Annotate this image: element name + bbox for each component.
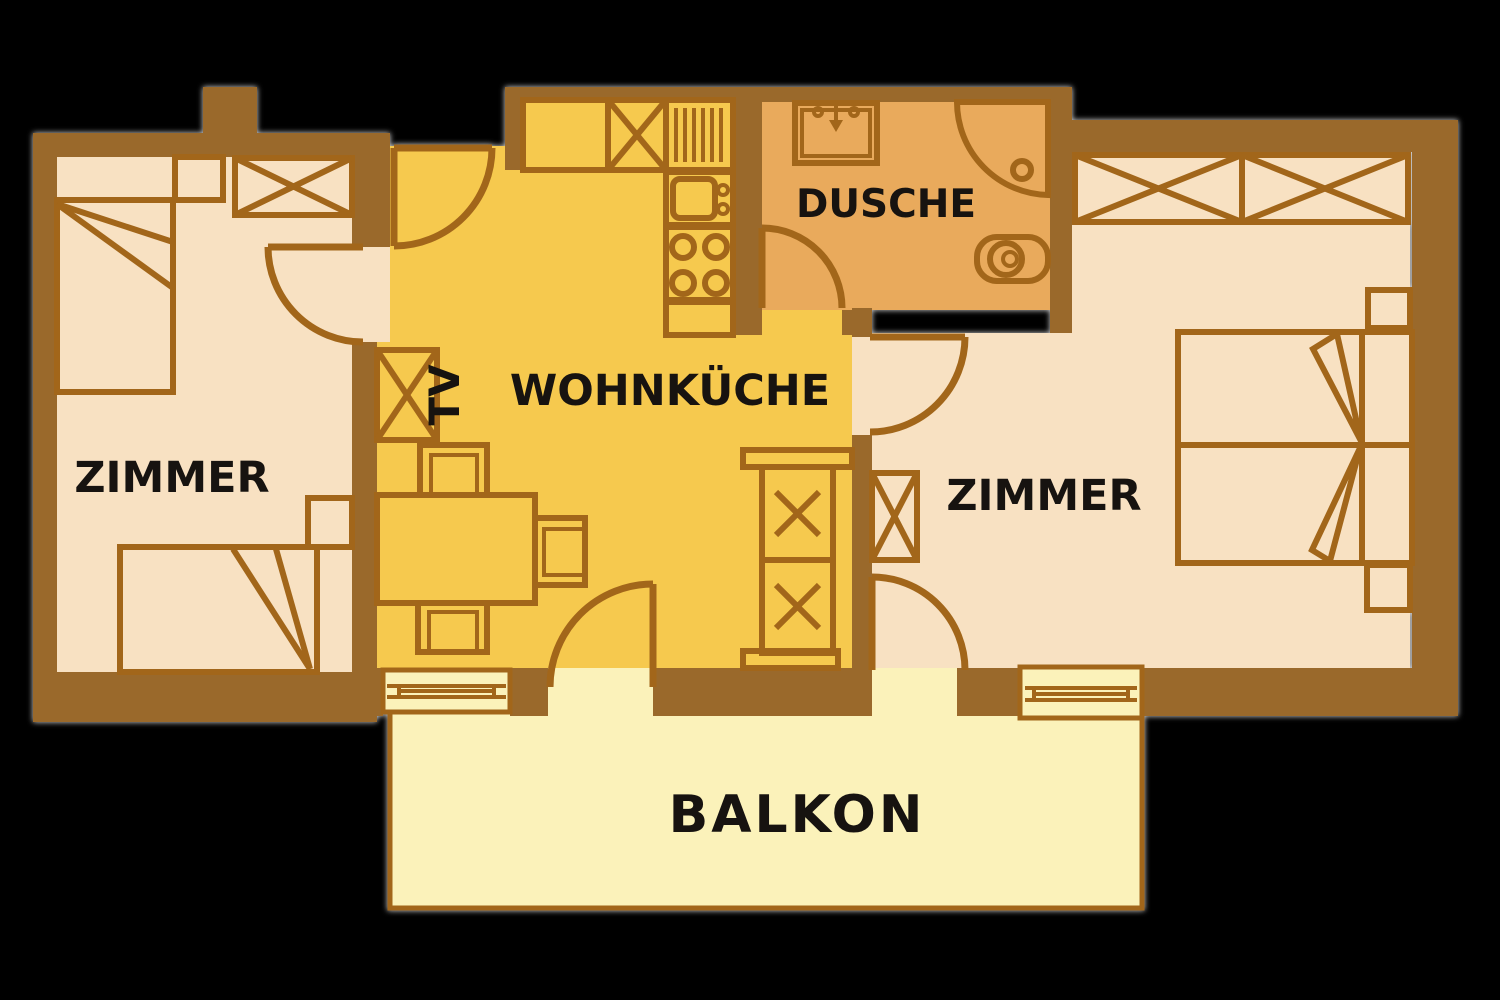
shower-label: DUSCHE xyxy=(796,182,976,227)
nightstand-right-bottom xyxy=(1364,562,1413,613)
nightstand-bottom xyxy=(305,495,355,550)
balcony-floor xyxy=(387,697,1145,911)
balcony-label: BALKON xyxy=(669,785,926,845)
window-right-bedroom xyxy=(1017,664,1145,721)
chair-right xyxy=(532,515,588,588)
doorway-bedroom-balcony xyxy=(872,668,957,716)
cabinet-right-bedroom xyxy=(869,470,920,563)
corner-shower xyxy=(953,99,1051,199)
sideboard-kitchen xyxy=(740,447,855,671)
window-kitchen xyxy=(380,667,513,715)
kitchen-label: WOHNKÜCHE xyxy=(510,365,830,416)
chair-bottom xyxy=(415,600,490,655)
doorway-left-bedroom xyxy=(352,247,390,342)
right-bedroom-label: ZIMMER xyxy=(946,471,1141,521)
toilet xyxy=(974,234,1051,284)
tv-cabinet xyxy=(374,347,440,443)
door-bedroom-balcony xyxy=(868,573,969,671)
bathroom-sink xyxy=(792,100,880,166)
right-bedroom-floor xyxy=(872,152,1410,668)
nightstand-right-top xyxy=(1365,287,1413,331)
left-bedroom-label: ZIMMER xyxy=(74,453,269,503)
doorway-kitchen-balcony xyxy=(548,668,653,716)
doorway-shower xyxy=(762,310,842,335)
bed-single-top xyxy=(54,197,176,395)
door-entrance xyxy=(390,144,496,250)
doorway-right-bedroom xyxy=(852,337,872,435)
nightstand-top xyxy=(172,154,226,203)
chimney xyxy=(203,87,257,133)
door-kitchen-balcony xyxy=(546,580,657,688)
wardrobe-left-bedroom xyxy=(232,155,355,218)
tv-label: TV xyxy=(420,364,469,426)
wardrobe-right-bedroom xyxy=(1072,152,1411,225)
door-left-bedroom xyxy=(264,243,364,346)
dish-drainer xyxy=(663,97,736,173)
bed-single-bottom xyxy=(117,544,320,675)
door-right-bedroom xyxy=(869,333,969,436)
door-shower xyxy=(758,224,846,309)
chair-top xyxy=(417,442,490,498)
kitchen-base-cabinet xyxy=(663,299,736,338)
building: ZIMMER WOHNKÜCHE DUSCHE ZIMMER BALKON TV xyxy=(33,87,1458,911)
walls xyxy=(33,87,1458,722)
double-bed xyxy=(1175,329,1415,566)
